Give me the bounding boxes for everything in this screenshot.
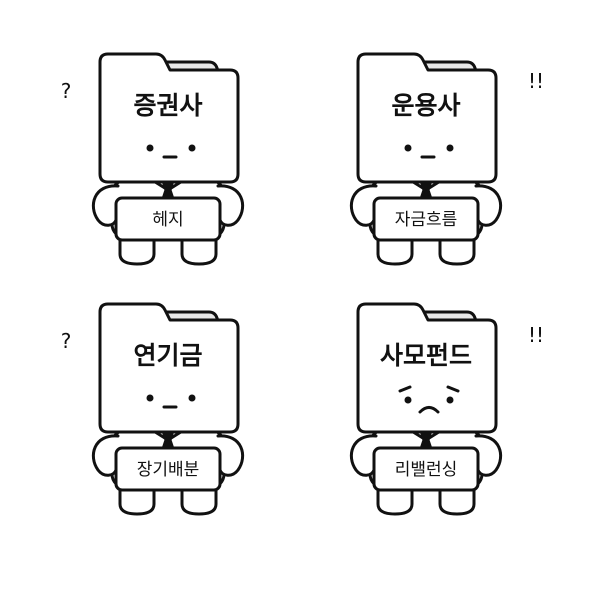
sign-board bbox=[372, 446, 480, 492]
character-title: 운용사 bbox=[391, 91, 460, 120]
character-title: 연기금 bbox=[133, 341, 202, 370]
right-eye bbox=[446, 144, 454, 152]
sign-text: 헤지 bbox=[152, 210, 183, 230]
question-mark: ? bbox=[61, 329, 72, 353]
sign-text: 자금흐름 bbox=[395, 210, 458, 230]
left-eyebrow bbox=[398, 385, 412, 393]
left-eye bbox=[146, 394, 154, 402]
sign-board bbox=[114, 446, 222, 492]
right-eye bbox=[446, 396, 454, 404]
character-card-private-equity: 사모펀드 리밸런싱 !! bbox=[349, 302, 544, 516]
sign-text: 장기배분 bbox=[137, 460, 200, 480]
sign-text: 리밸런싱 bbox=[395, 460, 458, 480]
left-arm bbox=[349, 434, 378, 477]
exclamation-marks: !! bbox=[528, 323, 544, 347]
folder-head bbox=[356, 302, 498, 434]
right-arm bbox=[474, 184, 503, 227]
right-eye bbox=[188, 394, 196, 402]
right-arm bbox=[216, 184, 245, 227]
folder-character: 사모펀드 리밸런싱 !! bbox=[349, 302, 544, 516]
face-neutral bbox=[146, 144, 196, 159]
character-card-brokerage: 증권사 헤지 ? bbox=[61, 52, 245, 266]
folder-head bbox=[356, 52, 498, 184]
right-arm bbox=[474, 434, 503, 477]
character-title: 증권사 bbox=[133, 91, 202, 120]
folder-character: 운용사 자금흐름 !! bbox=[349, 52, 544, 266]
mouth bbox=[418, 406, 440, 414]
face-worried bbox=[398, 385, 460, 414]
right-arm bbox=[216, 434, 245, 477]
left-arm bbox=[91, 434, 120, 477]
folder-head bbox=[98, 52, 240, 184]
right-eye bbox=[188, 144, 196, 152]
character-card-asset-manager: 운용사 자금흐름 !! bbox=[349, 52, 544, 266]
character-title: 사모펀드 bbox=[380, 341, 472, 370]
sign-board bbox=[114, 196, 222, 242]
folder-character: 연기금 장기배분 ? bbox=[61, 302, 245, 516]
question-mark: ? bbox=[61, 79, 72, 103]
folder-character: 증권사 헤지 ? bbox=[61, 52, 245, 266]
character-card-pension-fund: 연기금 장기배분 ? bbox=[61, 302, 245, 516]
exclamation-marks: !! bbox=[528, 69, 544, 93]
folder-head bbox=[98, 302, 240, 434]
sign-board bbox=[372, 196, 480, 242]
right-eyebrow bbox=[446, 385, 460, 393]
left-eye bbox=[404, 396, 412, 404]
face-neutral bbox=[404, 144, 454, 159]
left-arm bbox=[91, 184, 120, 227]
face-neutral bbox=[146, 394, 196, 409]
left-eye bbox=[404, 144, 412, 152]
left-eye bbox=[146, 144, 154, 152]
left-arm bbox=[349, 184, 378, 227]
